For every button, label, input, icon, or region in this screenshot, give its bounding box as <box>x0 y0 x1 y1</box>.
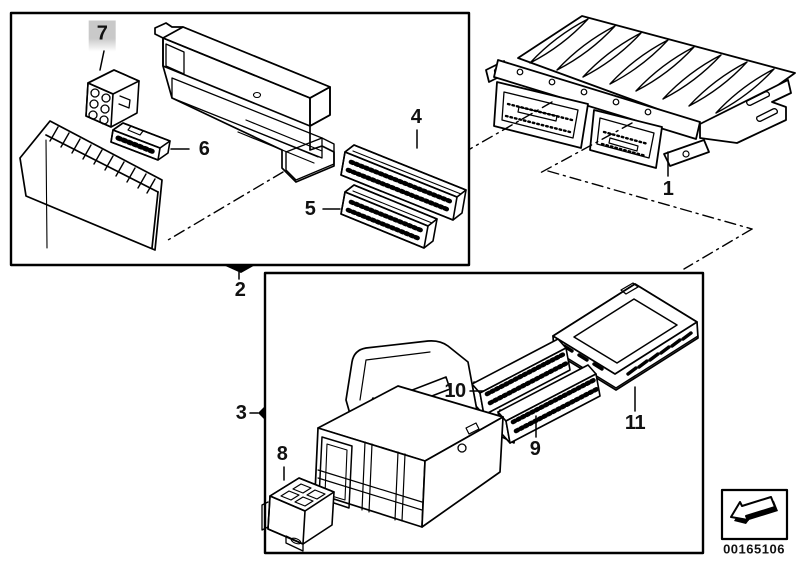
image-number: 00165106 <box>723 541 785 557</box>
callout-3[interactable]: 3 <box>235 402 247 424</box>
direction-arrow-icon <box>730 496 778 524</box>
callout-4[interactable]: 4 <box>410 106 422 128</box>
callout-2[interactable]: 2 <box>234 279 246 301</box>
part-3-housing-cover <box>314 340 504 528</box>
callout-connectors <box>99 50 669 481</box>
part-6-connector <box>110 122 171 161</box>
thumbnail-box <box>720 488 789 541</box>
part-2-cover <box>19 120 163 251</box>
leader-lines <box>167 101 753 270</box>
callout-9[interactable]: 9 <box>529 438 541 460</box>
callout-11[interactable]: 11 <box>624 412 646 434</box>
callout-10[interactable]: 10 <box>444 380 466 402</box>
part-7-connector <box>85 69 140 128</box>
part-10-pin-housing <box>469 338 571 416</box>
callout-6[interactable]: 6 <box>198 138 210 160</box>
part-2-housing <box>154 22 335 183</box>
callout-7-highlighted[interactable]: 7 <box>88 20 116 52</box>
part-1-control-unit <box>485 15 796 169</box>
callout-1[interactable]: 1 <box>662 178 674 200</box>
part-8-connector <box>261 477 335 552</box>
part-5-pin-housing <box>340 184 438 249</box>
part-4-pin-housing <box>340 144 467 221</box>
callout-5[interactable]: 5 <box>304 198 316 220</box>
callout-8[interactable]: 8 <box>276 443 288 465</box>
